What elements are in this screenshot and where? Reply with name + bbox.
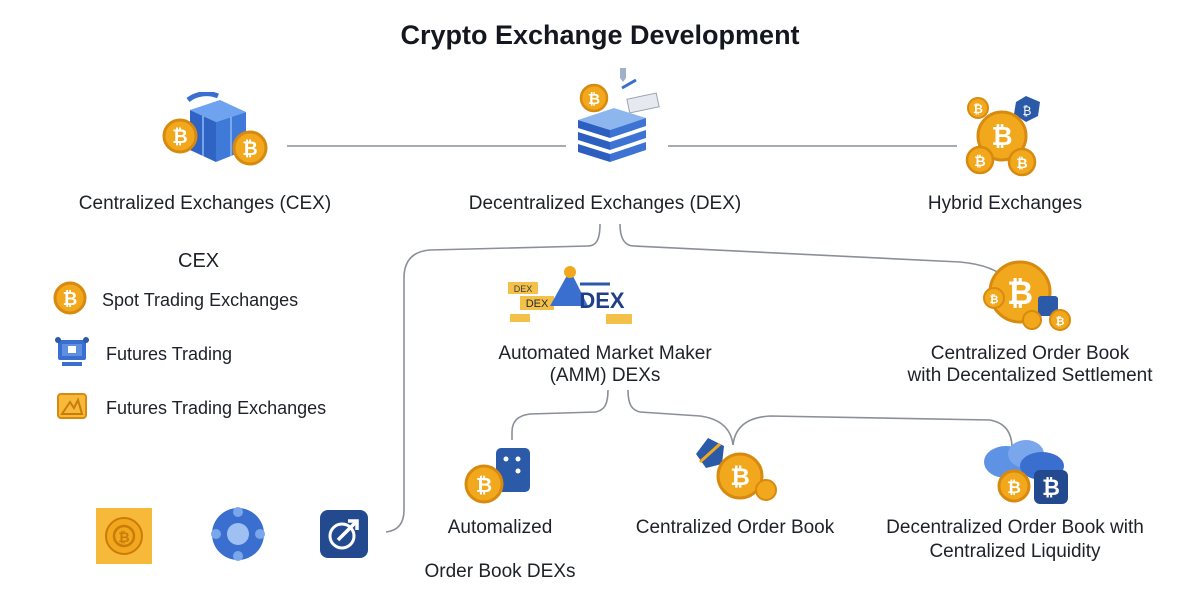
gear-coin-icon: ₿ — [92, 504, 156, 568]
svg-text:₿: ₿ — [118, 529, 129, 545]
svg-text:₿: ₿ — [242, 139, 257, 160]
svg-text:₿: ₿ — [974, 153, 985, 169]
label-amm-line2: (AMM) DEXs — [549, 365, 661, 386]
branch-dex-right — [633, 245, 1011, 283]
dex-badges-icon: DEX DEX DEX — [504, 262, 636, 326]
cex-panel-heading: CEX — [178, 250, 220, 272]
label-decentralized-exchanges: Decentralized Exchanges (DEX) — [468, 193, 742, 214]
svg-text:₿: ₿ — [991, 121, 1012, 151]
bitcoin-coin-icon: ₿ — [52, 280, 88, 321]
chart-arrow-icon — [318, 508, 370, 560]
label-cob-settlement-line2: with Decentalized Settlement — [907, 365, 1153, 386]
dex-badge-text: DEX — [579, 288, 625, 313]
svg-text:₿: ₿ — [1056, 316, 1065, 328]
svg-text:DEX: DEX — [526, 298, 549, 310]
page-title: Crypto Exchange Development — [400, 20, 800, 50]
server-stack-icon: ₿ — [574, 62, 670, 174]
label-dob-line2: Centralized Liquidity — [929, 541, 1101, 562]
svg-text:₿: ₿ — [1016, 155, 1027, 171]
svg-text:₿: ₿ — [1042, 475, 1060, 500]
svg-text:₿: ₿ — [588, 91, 600, 108]
svg-text:DEX: DEX — [514, 284, 533, 294]
bitcoin-tool-icon: ₿ — [694, 436, 784, 504]
svg-text:₿: ₿ — [1007, 275, 1033, 311]
label-automalized-line1: Automalized — [447, 517, 553, 538]
bitcoin-calculator-icon: ₿ — [462, 446, 536, 506]
network-hub-icon — [208, 504, 268, 564]
branch-dex-bottom-left — [385, 245, 589, 533]
cloud-bitcoin-icon: ₿ ₿ — [978, 436, 1076, 508]
cex-item-label: Futures Trading — [106, 344, 233, 364]
brace-amm-left — [595, 389, 609, 413]
envelope-icon — [52, 388, 92, 429]
brace-dex-right — [619, 223, 635, 247]
brace-amm-right — [627, 389, 641, 413]
svg-text:₿: ₿ — [172, 127, 187, 148]
label-centralized-exchanges: Centralized Exchanges (CEX) — [78, 193, 332, 214]
label-hybrid-exchanges: Hybrid Exchanges — [927, 193, 1083, 214]
svg-text:₿: ₿ — [973, 102, 983, 116]
branch-amm-right — [732, 415, 1013, 449]
branch-amm-left — [511, 411, 597, 440]
cex-item-futures: Futures Trading — [52, 334, 232, 375]
big-bitcoin-icon: ₿ ₿ ₿ — [980, 256, 1076, 336]
cex-item-spot: ₿ Spot Trading Exchanges — [52, 280, 298, 321]
svg-text:₿: ₿ — [990, 294, 999, 306]
svg-text:₿: ₿ — [63, 289, 78, 309]
cex-item-futures-exchanges: Futures Trading Exchanges — [52, 388, 326, 429]
branch-amm-middle — [639, 411, 734, 446]
label-centralized-order-book: Centralized Order Book — [635, 517, 835, 538]
svg-text:₿: ₿ — [1023, 104, 1032, 118]
cex-item-label: Futures Trading Exchanges — [106, 398, 327, 418]
brace-dex-left — [587, 223, 601, 247]
svg-text:₿: ₿ — [476, 475, 492, 497]
label-automalized-line2: Order Book DEXs — [424, 561, 576, 582]
monitor-icon — [52, 334, 92, 375]
cube-bitcoin-icon: ₿ ₿ — [158, 92, 270, 172]
svg-text:₿: ₿ — [1007, 478, 1021, 497]
bitcoin-cluster-icon: ₿ ₿ ₿ ₿ ₿ — [958, 92, 1054, 184]
label-amm-line1: Automated Market Maker — [498, 343, 712, 364]
label-cob-settlement-line1: Centralized Order Book — [930, 343, 1130, 364]
svg-text:₿: ₿ — [730, 464, 750, 491]
label-dob-line1: Decentralized Order Book with — [886, 517, 1144, 538]
cex-item-label: Spot Trading Exchanges — [102, 290, 299, 310]
